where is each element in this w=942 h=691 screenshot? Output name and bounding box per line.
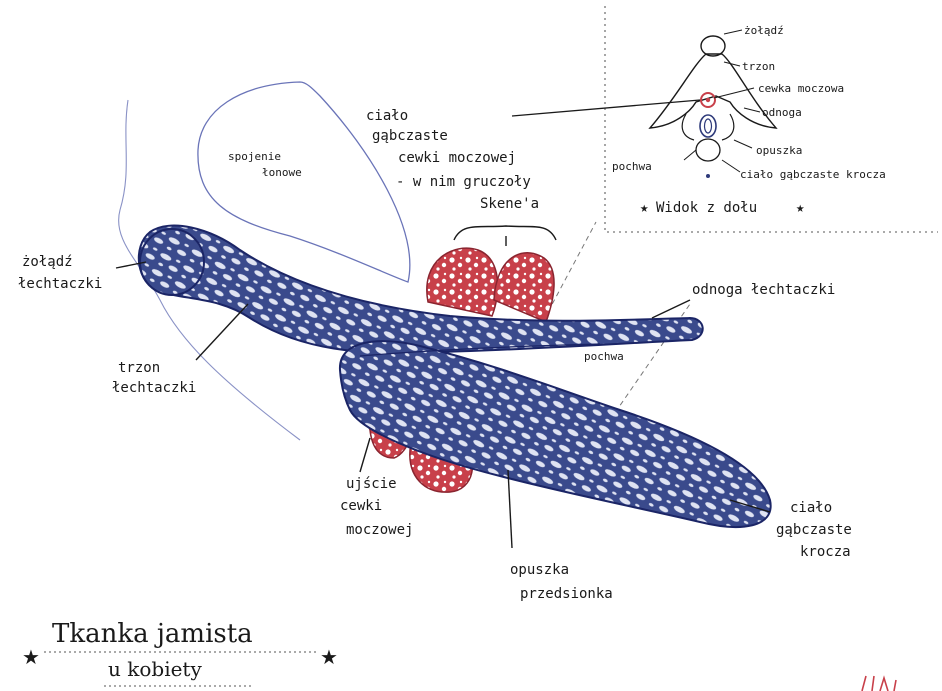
inset-frame — [605, 6, 938, 232]
label-perineal-sponge-line3: krocza — [800, 544, 851, 560]
inset-label-body: trzon — [742, 60, 775, 73]
glans-clitoris — [140, 229, 204, 295]
label-vagina: pochwa — [584, 350, 624, 363]
inset-label-glans: żołądź — [744, 24, 784, 37]
label-body-line2: łechtaczki — [112, 380, 196, 396]
label-urethral-opening-line3: moczowej — [346, 522, 413, 538]
title-line1: Tkanka jamista — [52, 619, 253, 649]
label-urethral-opening-line1: ujście — [346, 476, 397, 492]
label-pubic-line2: łonowe — [262, 166, 302, 179]
inset-label-crus: odnoga — [762, 106, 802, 119]
label-vestibular-bulb-line1: opuszka — [510, 562, 569, 578]
vestibular-bulb — [340, 341, 771, 527]
inset-caption-star-left: ★ — [640, 200, 649, 216]
projection-line — [548, 222, 596, 312]
inset-caption-star-right: ★ — [796, 200, 805, 216]
label-glans-line1: żołądź — [22, 254, 73, 270]
label-pubic-line1: spojenie — [228, 150, 281, 163]
label-vestibular-bulb-line2: przedsionka — [520, 586, 613, 602]
inset-label-urethra: cewka moczowa — [758, 82, 844, 95]
inset-drawing — [512, 30, 776, 178]
inset-caption: Widok z dołu — [656, 200, 757, 216]
label-urethral-sponge-line1: ciało — [366, 108, 408, 124]
label-body-line1: trzon — [118, 360, 160, 376]
title-star-right: ★ — [320, 645, 338, 669]
label-perineal-sponge-line2: gąbczaste — [776, 522, 852, 538]
title-line2: u kobiety — [108, 657, 202, 681]
inset-label-vagina: pochwa — [612, 160, 652, 173]
label-urethral-sponge-line2: gąbczaste — [372, 128, 448, 144]
label-urethral-sponge-line4: - w nim gruczoły — [396, 174, 531, 190]
title-star-left: ★ — [22, 645, 40, 669]
inset-label-bulb: opuszka — [756, 144, 802, 157]
label-urethral-sponge-line3: cewki moczowej — [398, 150, 516, 166]
label-urethral-sponge-line5: Skene'a — [480, 196, 539, 212]
signature — [862, 676, 896, 691]
label-crus: odnoga łechtaczki — [692, 282, 835, 298]
inset-label-perineal: ciało gąbczaste krocza — [740, 168, 886, 181]
clitoris-shaft — [139, 226, 703, 354]
label-urethral-opening-line2: cewki — [340, 498, 382, 514]
label-perineal-sponge-line1: ciało — [790, 500, 832, 516]
label-glans-line2: łechtaczki — [18, 276, 102, 292]
